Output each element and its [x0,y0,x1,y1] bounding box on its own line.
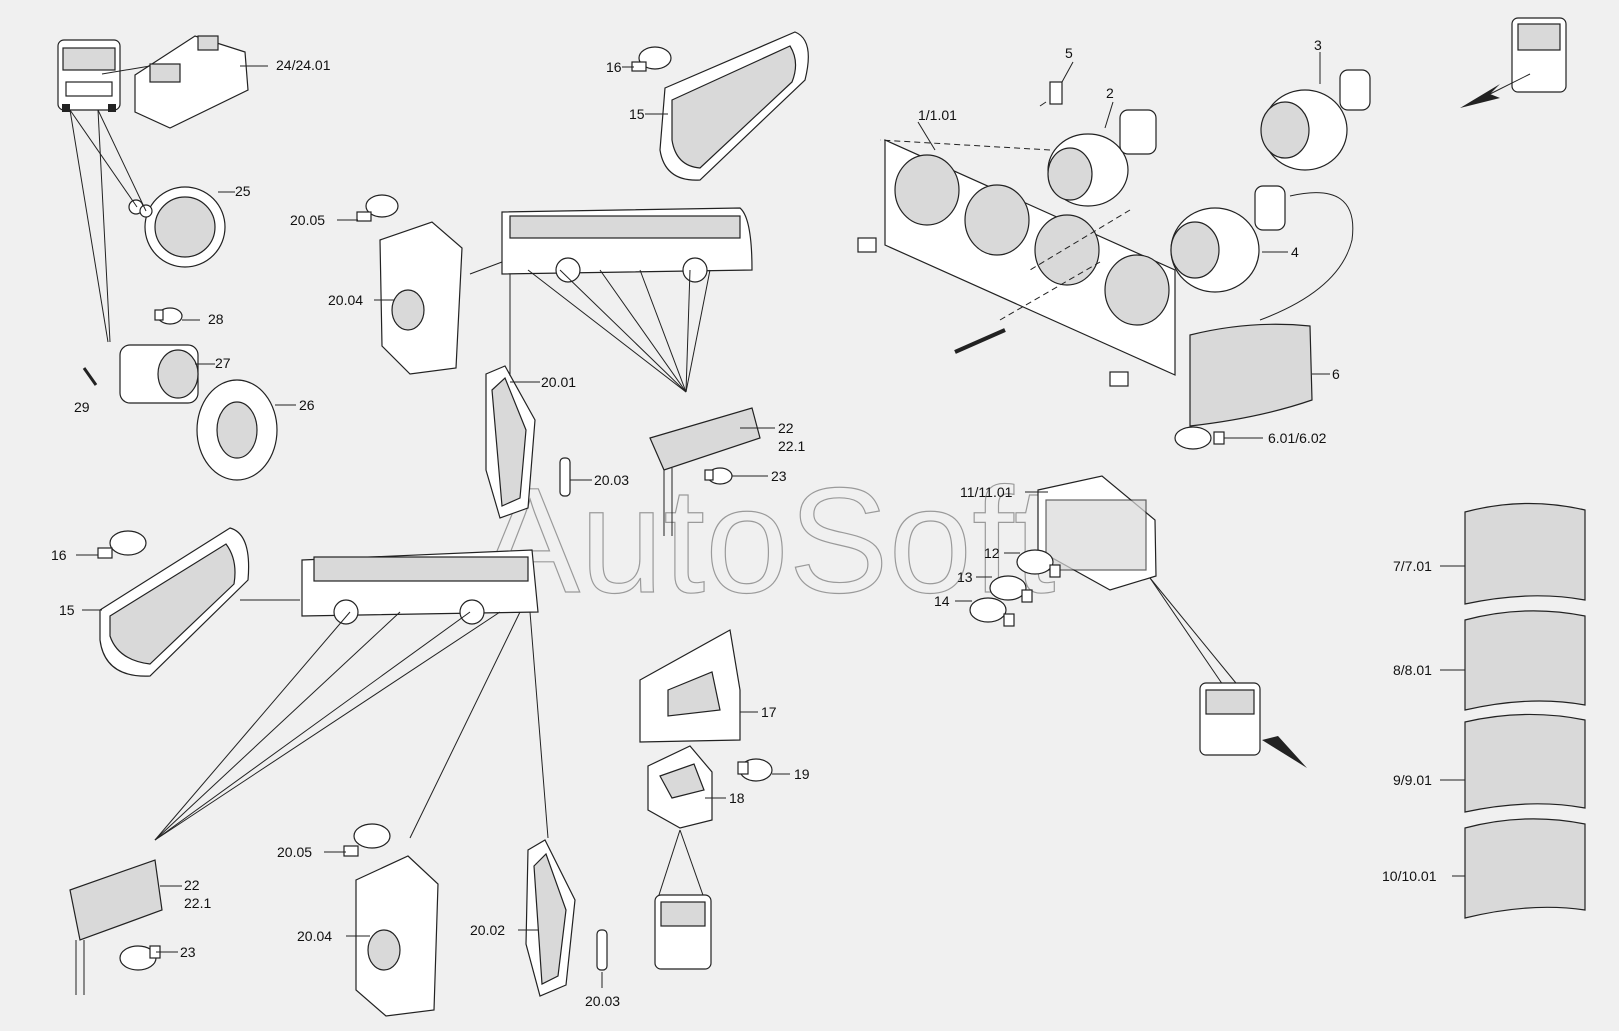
marker-lamp-20.01-top [485,365,536,519]
label-8-8.01: 8/8.01 [1393,662,1432,678]
label-28: 28 [208,311,224,327]
lamp-ring-26 [196,379,278,481]
label-22.1-bottom: 22.1 [184,895,211,911]
bulb-16-top [631,46,672,72]
marker-lamp-20.04-bottom [355,855,439,1017]
festoon-bulb-20.03-bottom [596,929,608,971]
lens-8 [1464,610,1586,711]
label-25: 25 [235,183,251,199]
label-6: 6 [1332,366,1340,382]
side-lamp-15-top [659,31,809,181]
label-18: 18 [729,790,745,806]
label-14: 14 [934,593,950,609]
screw-1 [954,328,1006,354]
bulb-14 [969,597,1015,627]
festoon-bulb-20.03-top [559,457,571,497]
marker-lamp-20.04-top [379,221,463,375]
bulb-20.05-top [356,194,399,222]
headlamp-4 [1170,185,1354,321]
label-4: 4 [1291,244,1299,260]
screw-29 [82,367,98,386]
label-11-11.01: 11/11.01 [960,484,1013,500]
coach-front-view-topleft [57,39,121,112]
label-20.03-bottom: 20.03 [585,993,620,1009]
label-5: 5 [1065,45,1073,61]
label-9-9.01: 9/9.01 [1393,772,1432,788]
roof-lamp-24 [134,35,249,129]
coach-rear-view-topright [1511,17,1567,93]
lamp-housing-17 [639,629,741,743]
label-3: 3 [1314,37,1322,53]
coach-rear-view-mid [1199,682,1261,756]
lens-7 [1464,502,1586,605]
lens-10 [1464,818,1586,919]
label-27: 27 [215,355,231,371]
bulb-6.01 [1174,426,1225,450]
label-15-left: 15 [59,602,75,618]
headlamp-2 [1047,109,1157,207]
label-7-7.01: 7/7.01 [1393,558,1432,574]
coach-front-view-bottom [654,894,712,970]
label-22-top: 22 [778,420,794,436]
bulb-16-left [97,530,147,559]
label-20.01: 20.01 [541,374,576,390]
label-22.1-top: 22.1 [778,438,805,454]
bulb-13 [989,575,1033,603]
bulb-12 [1016,549,1061,578]
socket-27 [119,344,199,404]
bulb-28 [154,307,183,325]
coach-side-view-left [301,549,539,625]
label-10-10.01: 10/10.01 [1382,868,1437,884]
lamp-18 [647,745,713,829]
headlamp-frame-1 [857,139,1176,387]
label-26: 26 [299,397,315,413]
coach-side-view-top [501,207,753,283]
label-16-top: 16 [606,59,622,75]
label-20.03-top: 20.03 [594,472,629,488]
side-marker-22-bottom [69,859,163,995]
lens-9 [1464,713,1586,813]
lamp-25 [128,186,226,268]
label-17: 17 [761,704,777,720]
bulb-23-bottom [119,945,161,971]
label-12: 12 [984,545,1000,561]
watermark: AutoSoft [480,456,1055,624]
indicator-lens-6 [1189,323,1313,427]
tail-lamp-11 [1037,475,1157,591]
label-23-bottom: 23 [180,944,196,960]
label-20.05-bottom: 20.05 [277,844,312,860]
label-29: 29 [74,399,90,415]
bulb-5 [1039,81,1063,107]
label-23-top: 23 [771,468,787,484]
label-22-bottom: 22 [184,877,200,893]
marker-lamp-20.02-bottom [525,839,576,997]
bulb-19 [737,758,773,782]
bulb-20.05-bottom [343,823,391,857]
headlamp-3 [1260,69,1371,171]
side-lamp-15-left [99,527,250,677]
label-13: 13 [957,569,973,585]
label-19: 19 [794,766,810,782]
label-1-1.01: 1/1.01 [918,107,957,123]
label-16-left: 16 [51,547,67,563]
label-20.05-top: 20.05 [290,212,325,228]
label-20.04-bottom: 20.04 [297,928,332,944]
label-20.02: 20.02 [470,922,505,938]
label-6.01-6.02: 6.01/6.02 [1268,430,1327,446]
label-20.04-top: 20.04 [328,292,363,308]
label-15-top: 15 [629,106,645,122]
label-2: 2 [1106,85,1114,101]
side-marker-22-top [649,407,761,536]
label-24-24.01: 24/24.01 [276,57,331,73]
